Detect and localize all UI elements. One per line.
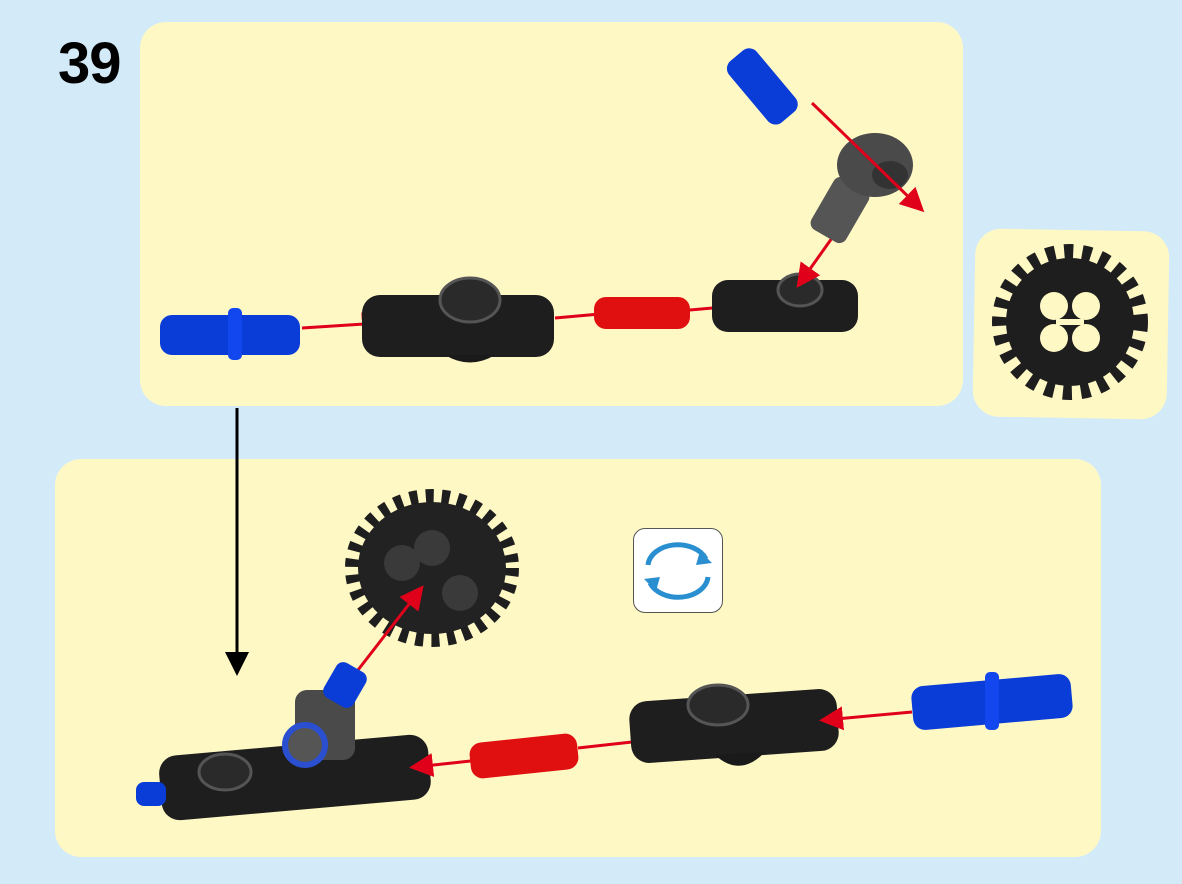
arrow: [810, 101, 925, 213]
arrow: [409, 753, 481, 778]
step-number: 39: [58, 31, 122, 96]
red-axle-bottom: [469, 733, 579, 779]
blue-pin-top-left: [160, 308, 300, 360]
arrow: [577, 740, 633, 750]
rotate-model-icon: [633, 528, 723, 613]
arrow: [796, 237, 834, 288]
blue-pin-top-right: [726, 48, 798, 125]
black-axle-connector-bottom: [629, 683, 839, 766]
black-connector-short-top: [712, 272, 858, 332]
arrow: [356, 585, 424, 671]
black-assembly-bottom-left: [136, 662, 431, 821]
arrow: [819, 706, 913, 731]
black-axle-connector-top: [362, 276, 554, 363]
blue-pin-bottom-right: [911, 672, 1073, 730]
gear-24-tooth-icon: [992, 244, 1148, 400]
gear-bottom: [345, 489, 519, 647]
red-axle-top: [594, 297, 690, 329]
arrow: [554, 312, 601, 320]
